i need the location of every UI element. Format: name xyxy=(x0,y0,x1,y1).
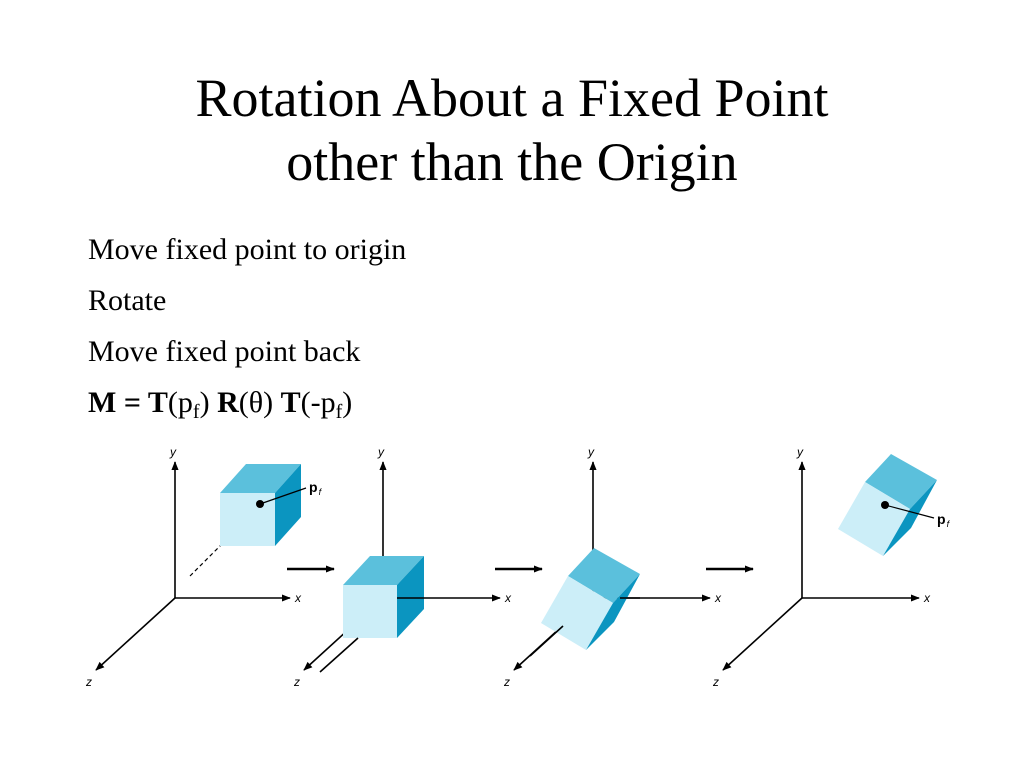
panel-2: y x z xyxy=(293,445,512,689)
cube-top-face xyxy=(865,454,937,509)
cube-top-face xyxy=(568,548,640,603)
axes: y x z xyxy=(85,445,302,689)
eq-matrix-t1: T xyxy=(147,386,168,419)
eq-matrix-m: M xyxy=(88,386,117,419)
cube-side-face xyxy=(397,556,424,638)
z-axis-label: z xyxy=(293,675,300,689)
panel-4: y x z pf xyxy=(712,445,951,689)
y-axis-label: y xyxy=(587,445,595,459)
slide-title: Rotation About a Fixed Point other than … xyxy=(0,66,1024,194)
fixed-point-leader xyxy=(884,504,935,519)
rotation-diagram: y x z pf y x z xyxy=(85,445,951,689)
y-axis-label: y xyxy=(796,445,804,459)
title-line-2: other than the Origin xyxy=(286,132,738,192)
axes: y x z xyxy=(712,445,931,689)
y-axis-label: y xyxy=(377,445,385,459)
eq-arg3-open: (-p xyxy=(300,386,336,419)
z-axis-line xyxy=(95,597,176,671)
x-axis-label: x xyxy=(923,591,931,605)
z-axis-overlay xyxy=(529,625,564,657)
cube-front-face xyxy=(838,482,910,556)
eq-arg1-open: (p xyxy=(167,386,193,419)
cube-side-face xyxy=(275,464,301,546)
title-line-1: Rotation About a Fixed Point xyxy=(195,68,829,128)
z-axis-label: z xyxy=(712,675,719,689)
cube xyxy=(838,454,937,556)
y-axis-label: y xyxy=(169,445,177,459)
bullet-item: Move fixed point to origin xyxy=(88,233,407,266)
fixed-point-label: pf xyxy=(937,511,951,529)
z-axis-label: z xyxy=(85,675,92,689)
cube-front-face xyxy=(343,585,397,638)
eq-arg3-sub: f xyxy=(335,401,343,423)
cube-front-face xyxy=(541,576,613,650)
cube xyxy=(343,556,424,638)
x-axis-label: x xyxy=(294,591,302,605)
bullet-item: Move fixed point back xyxy=(88,335,361,368)
equation: M = T(pf) R(θ) T(-pf) xyxy=(88,381,406,432)
eq-arg1-sub: f xyxy=(192,401,200,423)
cube-side-face xyxy=(586,574,640,650)
fixed-point-label: pf xyxy=(309,479,323,497)
eq-equals: = xyxy=(116,386,148,419)
z-axis-line xyxy=(722,597,803,671)
eq-matrix-r: R xyxy=(217,386,239,419)
bullet-item: Rotate xyxy=(88,284,167,317)
cube-top-face xyxy=(220,464,301,493)
fixed-point-marker xyxy=(256,500,264,508)
cube-front-face xyxy=(220,493,275,546)
cube-side-face xyxy=(883,480,937,556)
cube xyxy=(541,548,640,650)
z-axis-overlay xyxy=(319,637,359,673)
z-axis-label: z xyxy=(503,675,510,689)
panel-1: y x z pf xyxy=(85,445,323,689)
fixed-point-leader xyxy=(259,487,307,505)
bullet-list: Move fixed point to origin Rotate Move f… xyxy=(88,228,406,432)
x-axis-label: x xyxy=(504,591,512,605)
panel-3: y x z xyxy=(503,445,722,689)
eq-arg1-close: ) xyxy=(199,386,210,419)
x-axis-label: x xyxy=(714,591,722,605)
eq-arg2: (θ) xyxy=(238,386,274,419)
eq-matrix-t2: T xyxy=(280,386,301,419)
eq-arg3-close: ) xyxy=(342,386,353,419)
